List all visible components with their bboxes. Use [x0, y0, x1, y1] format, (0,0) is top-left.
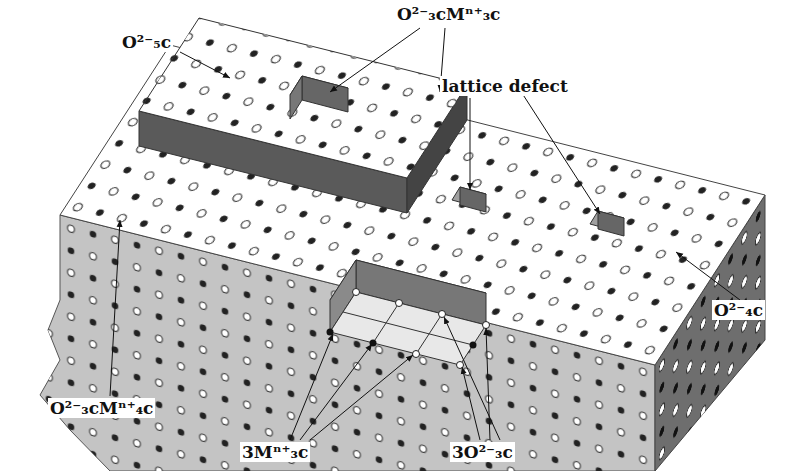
site-label: O²⁻₃cMⁿ⁺₃c [395, 4, 502, 24]
defect-label: lattice defect [440, 76, 570, 96]
site-label: 3Mⁿ⁺₃c [240, 442, 310, 462]
site-label: O²⁻₃cMⁿ⁺₄c [48, 398, 155, 418]
site-label: O²⁻₅c [120, 32, 173, 52]
site-label: 3O²⁻₃c [450, 442, 515, 462]
site-label: O²⁻₄c [712, 300, 765, 320]
